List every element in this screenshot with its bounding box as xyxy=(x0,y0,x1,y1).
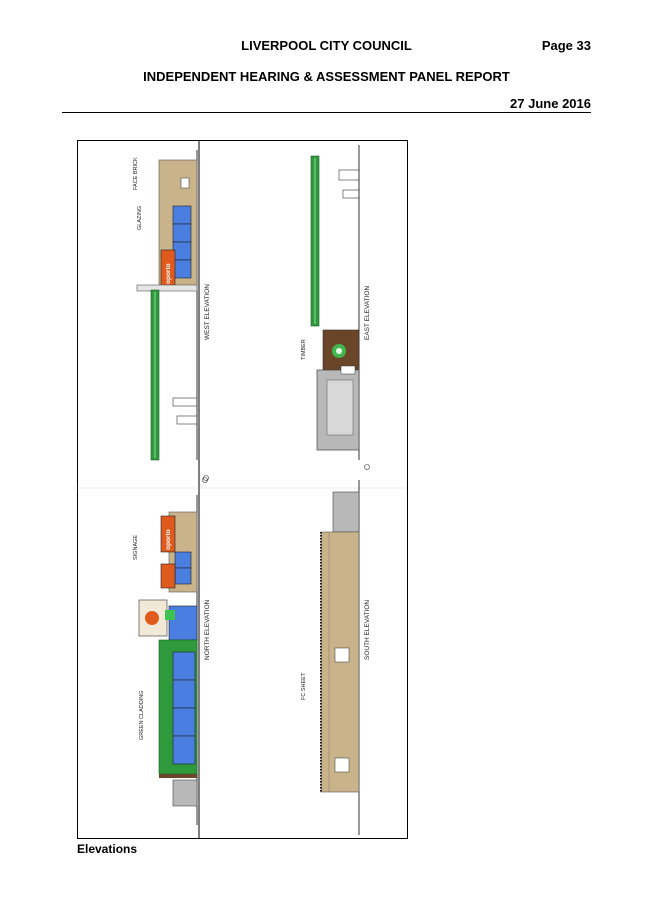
vent xyxy=(334,757,350,773)
sun-logo xyxy=(145,611,159,625)
level-marker xyxy=(364,464,370,470)
west-elevation: oporto WEST ELEVATION FACE BRICK GLAZING xyxy=(133,157,211,481)
annotation-note: GREEN CLADDING xyxy=(139,690,145,740)
bollard xyxy=(338,169,360,181)
council-name: LIVERPOOL CITY COUNCIL xyxy=(241,38,412,53)
south-elevation: SOUTH ELEVATION FC SHEET xyxy=(301,491,371,793)
oporto-sign-text: oporto xyxy=(165,529,172,550)
glazing-panel xyxy=(172,707,196,737)
service-door xyxy=(180,177,190,189)
north-elevation-title: NORTH ELEVATION xyxy=(204,599,211,660)
annotation-note: FACE BRICK xyxy=(133,157,139,190)
concrete-base xyxy=(172,779,198,807)
level-marker xyxy=(202,477,208,483)
bollard xyxy=(342,189,360,199)
header-rule xyxy=(62,112,591,113)
window xyxy=(340,365,356,375)
glazing-panel xyxy=(172,735,196,765)
glazing-panel xyxy=(172,241,192,261)
annotation-note: FC SHEET xyxy=(301,672,307,700)
canopy xyxy=(136,284,198,292)
oporto-sign xyxy=(160,515,176,553)
report-date: 27 June 2016 xyxy=(510,96,591,111)
glazing-panel xyxy=(172,223,192,243)
glazing-panel xyxy=(172,259,192,279)
glazing-panel xyxy=(172,205,192,225)
west-elevation-title: WEST ELEVATION xyxy=(204,284,211,340)
vent xyxy=(334,647,350,663)
annotation-note: TIMBER xyxy=(301,339,307,360)
bollard xyxy=(172,397,198,407)
timber-strip xyxy=(159,774,197,778)
concrete-wall xyxy=(332,491,360,533)
bollard xyxy=(176,415,198,425)
glazing-panel xyxy=(172,651,196,681)
annotation-note: GLAZING xyxy=(137,206,143,230)
oporto-sign-text: oporto xyxy=(165,263,172,284)
elevations-drawing: oporto WEST ELEVATION FACE BRICK GLAZING… xyxy=(77,140,408,839)
figure-caption: Elevations xyxy=(77,842,138,856)
report-title: INDEPENDENT HEARING & ASSESSMENT PANEL R… xyxy=(143,69,510,84)
south-elevation-title: SOUTH ELEVATION xyxy=(364,600,371,660)
glazing-panel xyxy=(174,567,192,585)
menu-board xyxy=(160,563,176,589)
annotation-note: SIGNAGE xyxy=(133,535,139,560)
wall-recess xyxy=(326,379,354,436)
green-accent xyxy=(165,610,175,620)
page-number: Page 33 xyxy=(541,38,591,53)
drawing-frame xyxy=(77,140,408,839)
glazing-panel xyxy=(172,679,196,709)
brand-roundel-centre xyxy=(336,348,342,354)
east-elevation-title: EAST ELEVATION xyxy=(364,286,371,340)
glazing-panel xyxy=(174,551,192,569)
north-elevation: oporto NORTH ELEVATION SIGNAGE GREEN CLA… xyxy=(133,477,211,807)
east-elevation: EAST ELEVATION TIMBER xyxy=(301,155,371,470)
